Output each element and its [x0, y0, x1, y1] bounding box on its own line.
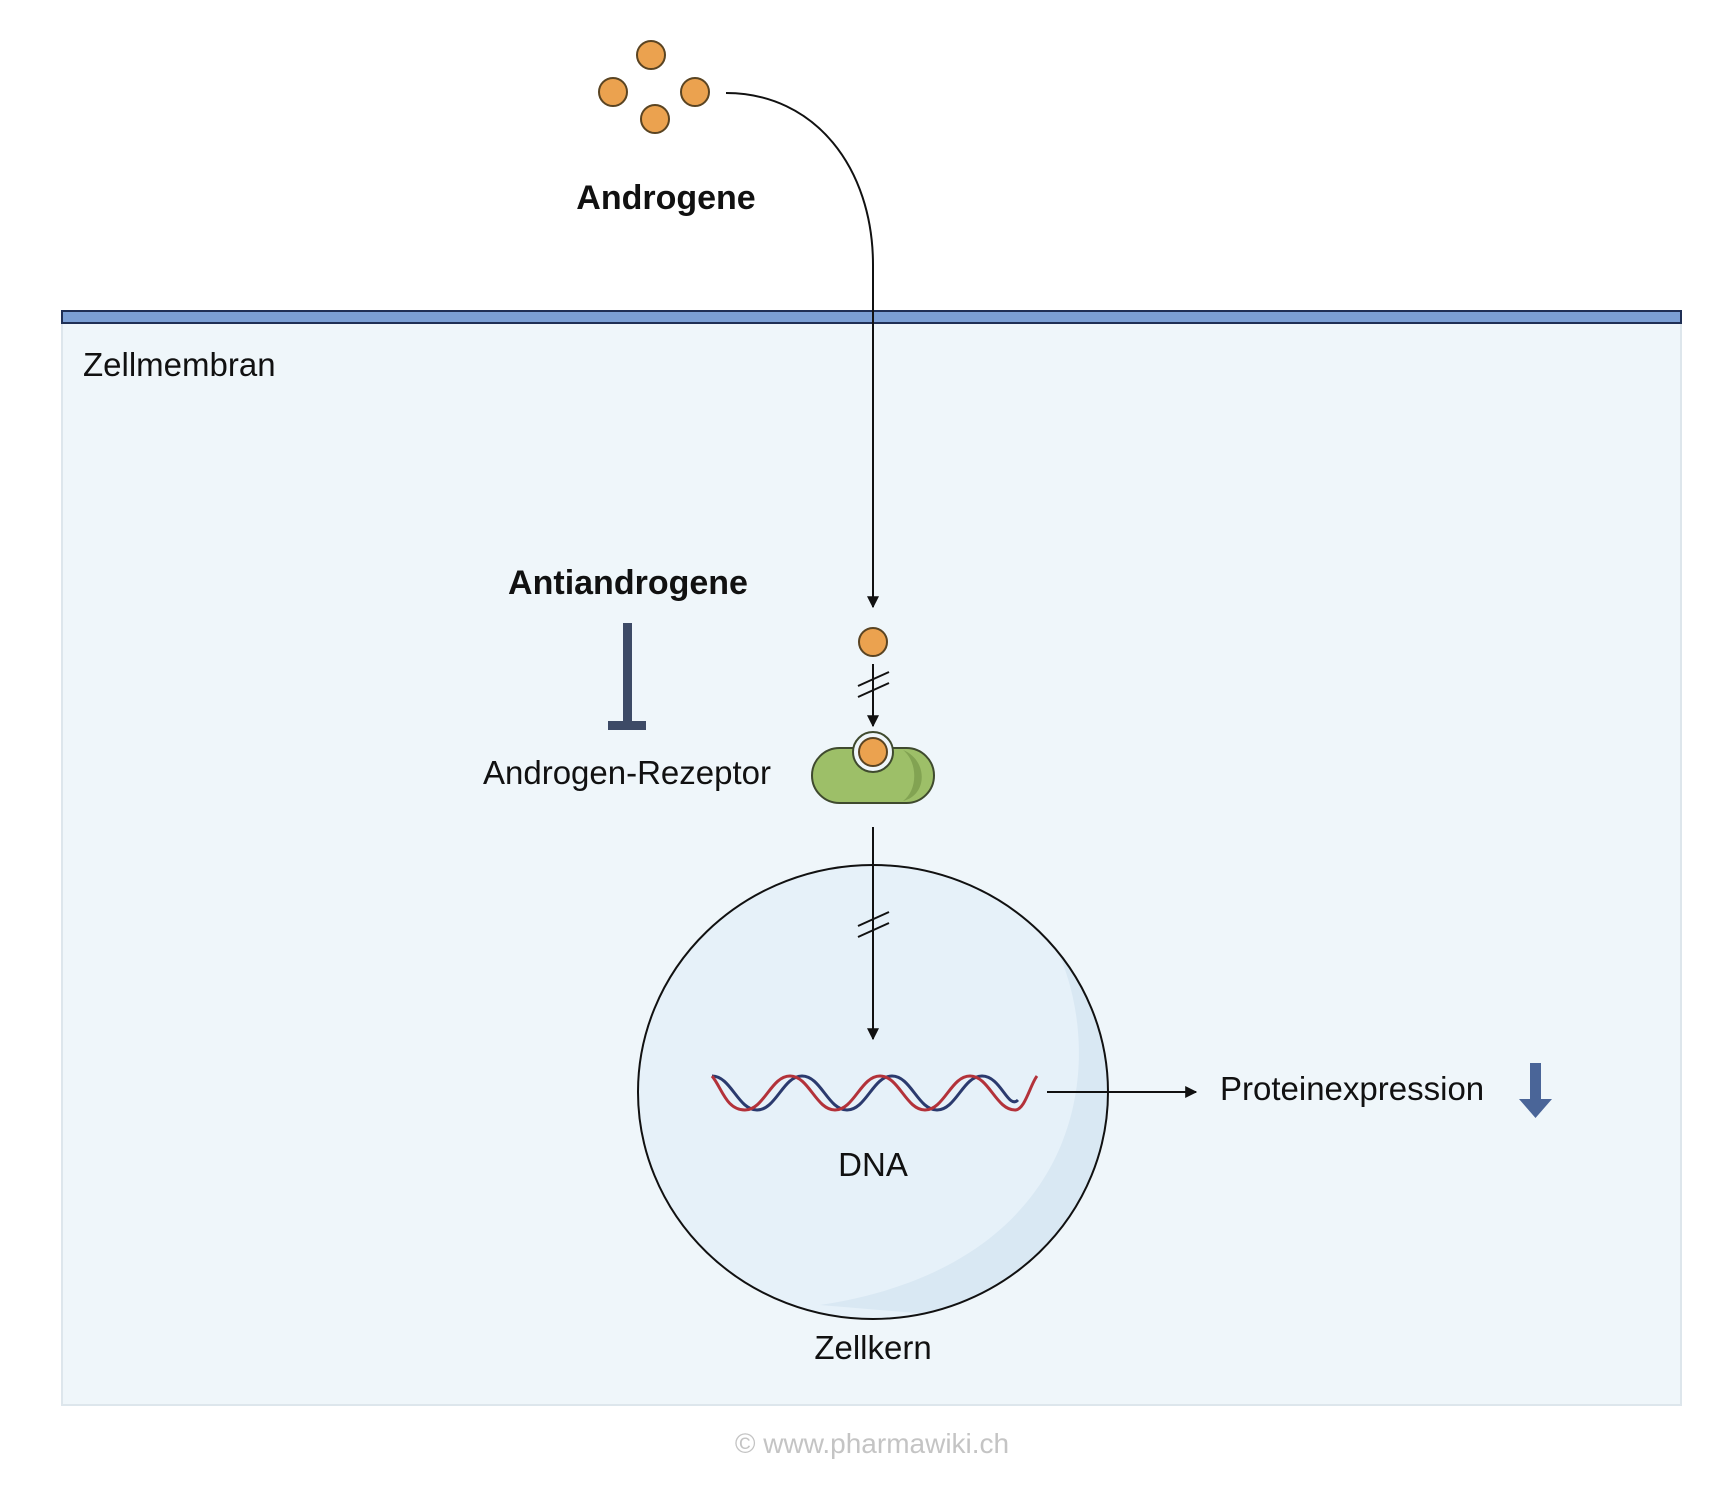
- androgen-molecule: [636, 40, 666, 70]
- androgen-molecule: [680, 77, 710, 107]
- androgen-entry-arrow: [725, 92, 879, 609]
- androgen-molecule-intracellular: [858, 627, 888, 657]
- androgene-label: Androgene: [576, 179, 755, 217]
- copyright-notice: © www.pharmawiki.ch: [735, 1428, 1009, 1459]
- androgen-molecule: [640, 104, 670, 134]
- blocked-marker-icon: [857, 911, 890, 938]
- androgen-molecules: [598, 40, 710, 134]
- androgen-receptor-icon: [811, 731, 935, 804]
- dna-label: DNA: [838, 1146, 908, 1183]
- blocked-marker-icon: [857, 671, 890, 698]
- dna-helix-icon: [710, 1074, 1039, 1112]
- receptor-label: Androgen-Rezeptor: [483, 754, 771, 791]
- zellkern-label: Zellkern: [814, 1329, 931, 1366]
- androgen-molecule: [598, 77, 628, 107]
- proteinexpression-label: Proteinexpression: [1220, 1070, 1484, 1107]
- zellmembran-label: Zellmembran: [83, 346, 276, 383]
- cell-membrane: [61, 310, 1682, 324]
- antiandrogene-label: Antiandrogene: [508, 564, 748, 602]
- down-arrow-icon: [1519, 1063, 1552, 1118]
- inhibition-t-bar-icon: [608, 623, 646, 730]
